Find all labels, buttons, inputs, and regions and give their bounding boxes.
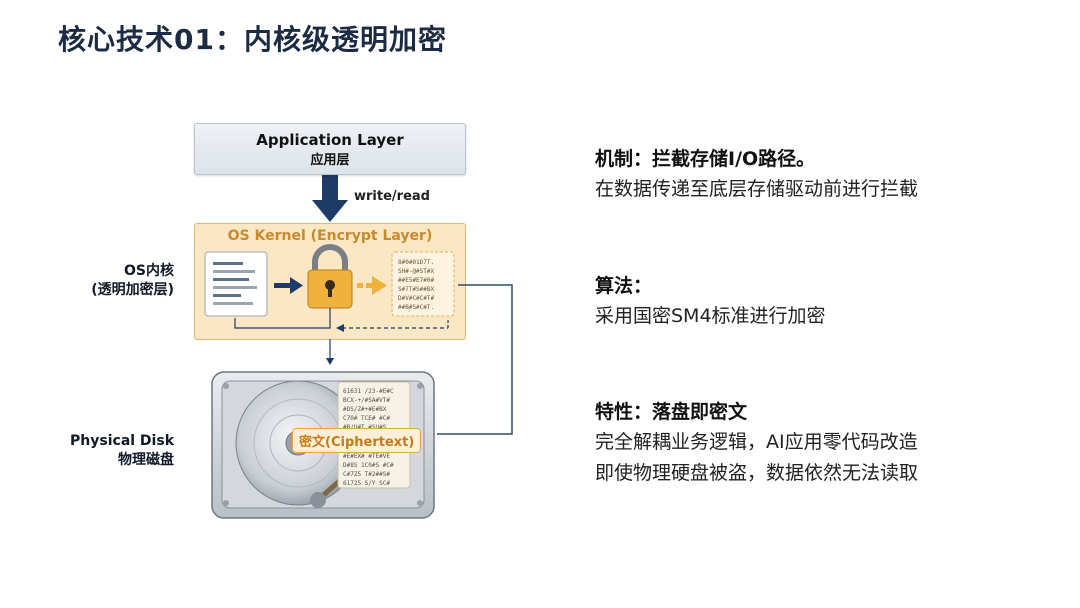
os-kernel-title: OS Kernel (Encrypt Layer): [227, 228, 433, 244]
svg-text:8#0#01D7T.: 8#0#01D7T.: [398, 259, 434, 266]
read-return-arrow: [336, 318, 449, 332]
page-title: 核心技术01：内核级透明加密: [58, 23, 447, 56]
point-feature-line-1: 完全解耦业务逻辑，AI应用零代码改造: [595, 431, 918, 453]
physical-disk-side-label-line1: Physical Disk: [70, 433, 174, 449]
svg-text:##E5#E7#0#: ##E5#E7#0#: [398, 277, 435, 284]
svg-text:C#7Z5 T#2##S#: C#7Z5 T#2##S#: [343, 471, 390, 478]
svg-text:SH#-@#ST#X: SH#-@#ST#X: [398, 268, 435, 275]
application-layer-sublabel: 应用层: [310, 153, 350, 168]
application-layer-label: Application Layer: [256, 131, 404, 149]
cipher-arrow-icon: [357, 276, 387, 295]
svg-text:D#V#C#C#T#: D#V#C#C#T#: [398, 295, 435, 302]
write-read-arrow: [312, 174, 348, 222]
svg-text:#DS/Z#+#E#BX: #DS/Z#+#E#BX: [343, 406, 387, 413]
svg-text:BCX-+/#SA#VT#: BCX-+/#SA#VT#: [343, 397, 390, 404]
ciphertext-label: 密文(Ciphertext): [292, 428, 422, 453]
point-feature: 特性：落盘即密文 完全解耦业务逻辑，AI应用零代码改造 即使物理硬盘被盗，数据依…: [595, 397, 918, 489]
write-read-label: write/read: [354, 189, 430, 204]
svg-text:D#8S 1C0#S #C#: D#8S 1C0#S #C#: [343, 462, 394, 469]
point-algorithm-head: 算法：: [595, 275, 653, 297]
ciphertext-block-icon: 8#0#01D7T. SH#-@#ST#X ##E5#E7#0# S#7T#S#…: [391, 251, 455, 317]
point-mechanism-head: 机制：拦截存储I/O路径。: [595, 148, 816, 170]
svg-text:61725 S/Y SC#: 61725 S/Y SC#: [343, 480, 390, 487]
os-kernel-side-label-line2: (透明加密层): [91, 282, 174, 298]
flow-line: [234, 308, 331, 329]
document-icon: [204, 251, 268, 317]
physical-disk-side-label-line2: 物理磁盘: [118, 452, 174, 468]
encrypt-arrow-icon: [274, 277, 303, 294]
application-layer-box: Application Layer 应用层: [194, 123, 466, 175]
svg-text:S#7T#S##BX: S#7T#S##BX: [398, 286, 435, 293]
svg-text:##B#S#C#T.: ##B#S#C#T.: [398, 304, 434, 311]
point-feature-line-2: 即使物理硬盘被盗，数据依然无法读取: [595, 462, 919, 484]
point-algorithm: 算法： 采用国密SM4标准进行加密: [595, 271, 826, 332]
os-kernel-side-label-line1: OS内核: [124, 263, 174, 279]
point-mechanism: 机制：拦截存储I/O路径。 在数据传递至底层存储驱动前进行拦截: [595, 144, 918, 205]
svg-text:#E#EX# #TE#VE: #E#EX# #TE#VE: [343, 453, 390, 460]
os-kernel-side-label: OS内核 (透明加密层): [60, 262, 174, 300]
svg-text:C70# TCE# #C#: C70# TCE# #C#: [343, 415, 390, 422]
cipher-to-disk-connector: [437, 284, 513, 435]
point-mechanism-line: 在数据传递至底层存储驱动前进行拦截: [595, 178, 919, 200]
disk-write-arrow: [326, 339, 334, 365]
svg-text:#B/U#T #SU#S: #B/U#T #SU#S: [343, 424, 387, 431]
svg-text:61631 /23-#E#C: 61631 /23-#E#C: [343, 388, 394, 395]
point-algorithm-line: 采用国密SM4标准进行加密: [595, 305, 826, 327]
disk-ciphertext-block-icon: 61631 /23-#E#C BCX-+/#SA#VT# #DS/Z#+#E#B…: [337, 381, 411, 489]
point-feature-head: 特性：落盘即密文: [595, 401, 748, 423]
lock-icon: [307, 244, 353, 309]
physical-disk-side-label: Physical Disk 物理磁盘: [50, 432, 174, 470]
